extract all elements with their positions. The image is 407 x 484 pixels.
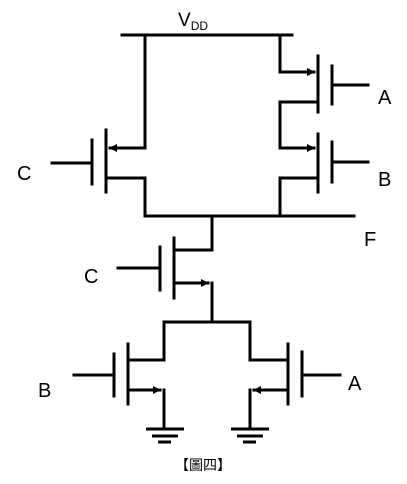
output-node-wire [143,214,356,252]
nmos-right-transistor [248,342,342,430]
pmos-mid-gate-label: B [378,169,391,191]
pmos-top-gate-label: A [378,87,392,109]
pmos-left-transistor [50,33,147,218]
nmos-left-transistor [72,342,166,430]
nmos-top-transistor [116,236,214,324]
ground-icon [231,427,269,444]
pmos-left-gate-label: C [17,163,31,185]
nmos-left-gate-label: B [38,380,51,402]
figure-caption: 【圖四】 [175,458,231,474]
ground-icon [146,427,184,444]
nmos-top-gate-label: C [84,266,98,288]
vdd-label: VDD [178,10,208,33]
pmos-top-transistor [278,33,370,114]
output-label: F [364,229,376,251]
nmos-right-gate-label: A [348,373,362,395]
pmos-mid-transistor [278,132,370,218]
nmos-parallel-wire [162,320,252,362]
